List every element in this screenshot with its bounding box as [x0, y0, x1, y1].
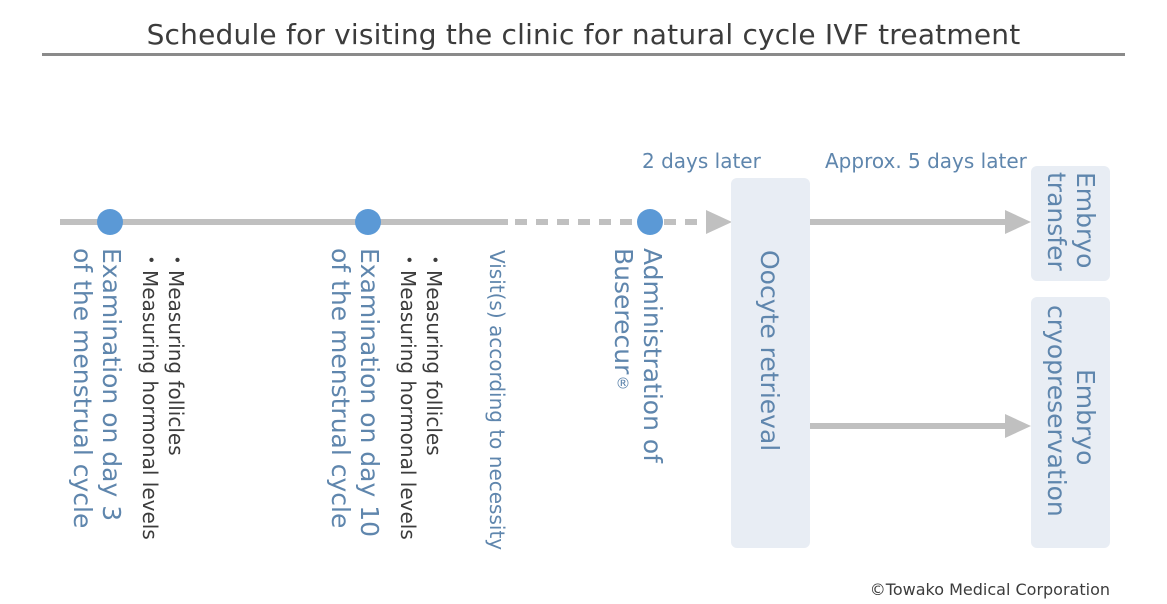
- day10-bullet1: ・Measuring follicles: [421, 250, 447, 540]
- embryo-transfer-label: Embryo transfer: [1042, 172, 1100, 271]
- registered-mark: ®: [614, 374, 632, 393]
- embryo-transfer-line2: transfer: [1042, 172, 1071, 271]
- day10-bullets: ・Measuring follicles ・Measuring hormonal…: [395, 250, 447, 540]
- day3-bullet1: ・Measuring follicles: [163, 250, 189, 540]
- day3-bullet2: ・Measuring hormonal levels: [137, 250, 163, 540]
- visits-label: Visit(s) according to necessity: [485, 250, 509, 551]
- oocyte-retrieval-box: Oocyte retrieval: [731, 178, 810, 548]
- bullet-dot: ・: [164, 250, 188, 270]
- arrow-to-transfer-head: [1005, 210, 1031, 234]
- embryo-transfer-line1: Embryo: [1071, 172, 1100, 269]
- day10-title-line2: of the menstrual cycle: [326, 248, 355, 529]
- embryo-cryopreservation-label: Embryo cryopreservation: [1042, 305, 1100, 517]
- day10-bullet2-text: Measuring hormonal levels: [396, 270, 420, 540]
- embryo-cryo-line2: cryopreservation: [1042, 305, 1071, 517]
- day3-bullet2-text: Measuring hormonal levels: [138, 270, 162, 540]
- buserecur-dot: [637, 209, 663, 235]
- day3-bullet1-text: Measuring follicles: [164, 270, 188, 456]
- diagram-title: Schedule for visiting the clinic for nat…: [146, 18, 1021, 51]
- day10-bullet1-text: Measuring follicles: [422, 270, 446, 456]
- day10-title: Examination on day 10 of the menstrual c…: [326, 248, 384, 537]
- title-underline: [42, 53, 1125, 56]
- label-approx-five-days-later: Approx. 5 days later: [825, 149, 1027, 173]
- day3-dot: [97, 209, 123, 235]
- buserecur-line2-text: Buserecur: [609, 248, 638, 375]
- day10-title-line1: Examination on day 10: [355, 248, 384, 538]
- bullet-dot: ・: [396, 250, 420, 270]
- bullet-dot: ・: [138, 250, 162, 270]
- arrow-to-oocyte-head: [706, 210, 732, 234]
- embryo-transfer-box: Embryo transfer: [1031, 166, 1110, 281]
- embryo-cryopreservation-box: Embryo cryopreservation: [1031, 297, 1110, 548]
- day10-dot: [355, 209, 381, 235]
- buserecur-line2: Buserecur®: [608, 248, 638, 463]
- copyright-notice: ©Towako Medical Corporation: [869, 580, 1110, 599]
- day3-bullets: ・Measuring follicles ・Measuring hormonal…: [137, 250, 189, 540]
- day3-title-line1: Examination on day 3: [97, 248, 126, 522]
- oocyte-retrieval-label: Oocyte retrieval: [755, 250, 784, 452]
- day10-bullet2: ・Measuring hormonal levels: [395, 250, 421, 540]
- buserecur-label: Administration of Buserecur®: [608, 248, 667, 463]
- label-two-days-later: 2 days later: [642, 149, 761, 173]
- day3-title-line2: of the menstrual cycle: [68, 248, 97, 529]
- day3-title: Examination on day 3 of the menstrual cy…: [68, 248, 126, 528]
- embryo-cryo-line1: Embryo: [1071, 369, 1100, 466]
- buserecur-line1: Administration of: [638, 248, 667, 463]
- bullet-dot: ・: [422, 250, 446, 270]
- arrow-to-cryo-head: [1005, 414, 1031, 438]
